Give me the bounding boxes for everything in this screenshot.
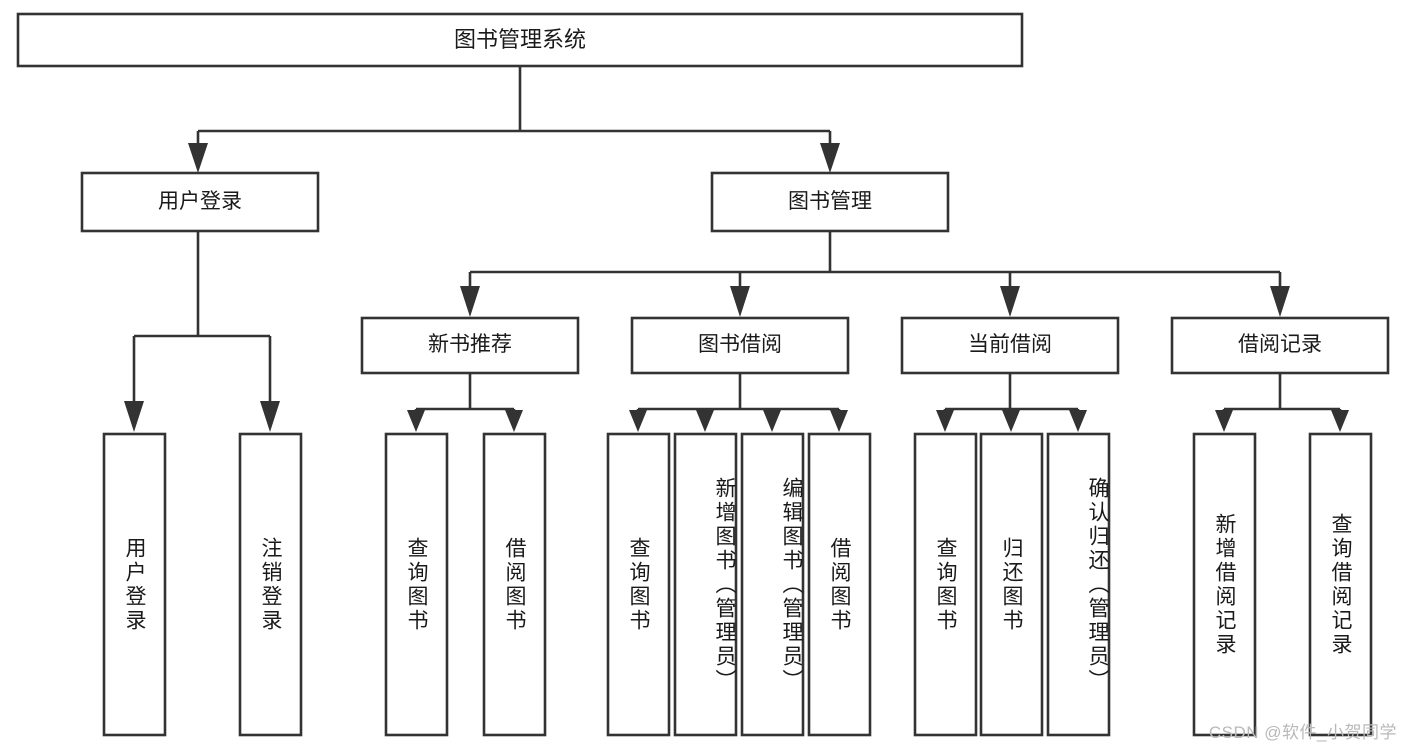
node-box-book-borrow[interactable] bbox=[630, 316, 850, 375]
node-box-leaf-user-login[interactable] bbox=[102, 432, 167, 737]
arrow-to-leaf-add-book bbox=[696, 410, 714, 432]
arrow-to-book-manage bbox=[820, 143, 840, 173]
connector-new-book-rec-to-leaves bbox=[407, 373, 523, 432]
node-box-leaf-query-book-2[interactable] bbox=[606, 432, 671, 737]
connector-borrow-record-to-leaves bbox=[1215, 373, 1349, 432]
node-box-root[interactable] bbox=[16, 12, 1024, 68]
arrow-to-leaf-borrow-book-1 bbox=[505, 410, 523, 432]
node-box-leaf-add-record[interactable] bbox=[1192, 432, 1257, 737]
node-box-new-book-rec[interactable] bbox=[360, 316, 580, 375]
arrow-to-leaf-query-book-1 bbox=[407, 410, 425, 432]
node-box-current-borrow[interactable] bbox=[900, 316, 1120, 375]
arrow-to-leaf-return-book bbox=[1002, 410, 1020, 432]
connector-user-login-to-leaves bbox=[124, 231, 280, 432]
node-box-leaf-query-record[interactable] bbox=[1308, 432, 1373, 737]
arrow-to-borrow-record bbox=[1270, 286, 1290, 317]
node-box-leaf-borrow-book-1[interactable] bbox=[482, 432, 547, 737]
arrow-to-leaf-user-logout bbox=[260, 401, 280, 432]
arrow-to-new-book-rec bbox=[460, 286, 480, 317]
node-box-leaf-return-book[interactable] bbox=[979, 432, 1044, 737]
csdn-watermark: CSDN @软件_小贺同学 bbox=[1208, 723, 1397, 742]
node-box-user-login[interactable] bbox=[80, 171, 320, 233]
node-box-leaf-add-book[interactable] bbox=[673, 432, 738, 737]
node-box-borrow-record[interactable] bbox=[1170, 316, 1390, 375]
node-box-leaf-borrow-book-2[interactable] bbox=[807, 432, 872, 737]
arrow-to-leaf-edit-book bbox=[763, 410, 781, 432]
arrow-to-leaf-user-login bbox=[124, 401, 144, 432]
node-box-leaf-query-book-3[interactable] bbox=[913, 432, 978, 737]
connector-root-to-level2 bbox=[188, 66, 840, 173]
arrow-to-current-borrow bbox=[1000, 286, 1020, 317]
arrow-to-leaf-query-book-3 bbox=[936, 410, 954, 432]
arrow-to-leaf-borrow-book-2 bbox=[830, 410, 848, 432]
connector-book-manage-to-level3 bbox=[460, 231, 1290, 317]
arrow-to-leaf-confirm-ret bbox=[1069, 410, 1087, 432]
arrow-to-leaf-add-record bbox=[1215, 410, 1233, 432]
node-box-book-manage[interactable] bbox=[710, 171, 950, 233]
arrow-to-leaf-query-record bbox=[1331, 410, 1349, 432]
connector-book-borrow-to-leaves bbox=[629, 373, 848, 432]
arrow-to-user-login bbox=[188, 143, 208, 173]
arrow-to-leaf-query-book-2 bbox=[629, 410, 647, 432]
node-box-leaf-edit-book[interactable] bbox=[740, 432, 805, 737]
node-box-leaf-query-book-1[interactable] bbox=[384, 432, 449, 737]
node-box-leaf-user-logout[interactable] bbox=[238, 432, 303, 737]
connector-current-borrow-to-leaves bbox=[936, 373, 1087, 432]
arrow-to-book-borrow bbox=[730, 286, 750, 317]
node-box-leaf-confirm-ret[interactable] bbox=[1046, 432, 1111, 737]
